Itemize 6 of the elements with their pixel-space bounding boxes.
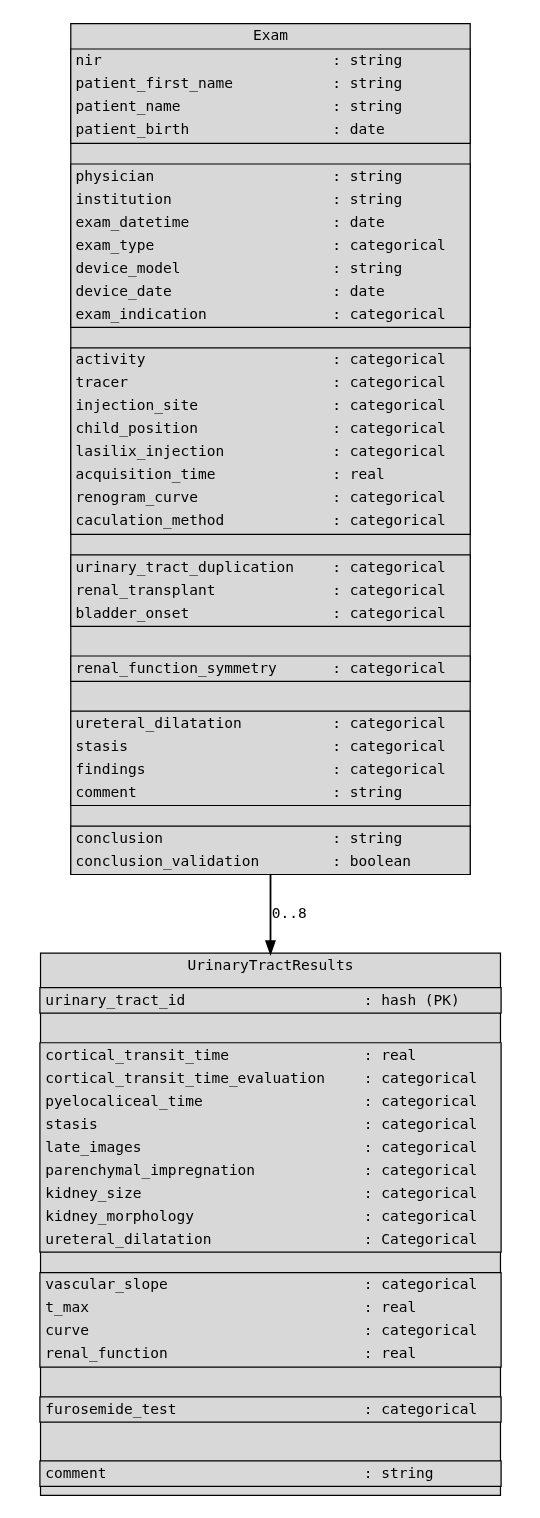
edge-label: 0..8	[271, 904, 307, 921]
node-text: renal_function_symmetry : categorical	[75, 659, 446, 676]
node-text: urinary_tract_id : hash (PK)	[44, 991, 460, 1008]
node-text: furosemide_test : categorical	[44, 1400, 477, 1417]
arrow	[264, 873, 276, 956]
node-text: comment : string	[44, 1464, 434, 1481]
